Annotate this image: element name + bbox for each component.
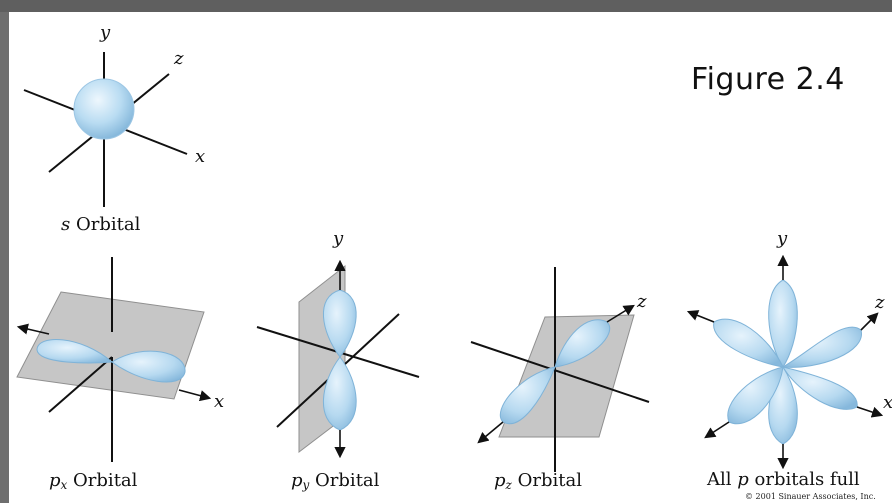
all-post: orbitals full bbox=[754, 469, 860, 490]
pz-arrow-back bbox=[606, 304, 635, 323]
s-x-label: x bbox=[195, 146, 205, 167]
px-subscript: x bbox=[60, 478, 68, 492]
top-bar bbox=[0, 0, 892, 12]
pz-arrow-front bbox=[477, 421, 504, 444]
s-orbital-caption: s Orbital bbox=[61, 214, 140, 235]
all-y-label: y bbox=[776, 228, 788, 249]
pz-word: Orbital bbox=[517, 470, 582, 491]
py-y-label: y bbox=[332, 228, 344, 249]
s-z-label: z bbox=[173, 48, 184, 69]
all-letter: p bbox=[737, 469, 749, 490]
copyright-notice: © 2001 Sinauer Associates, Inc. bbox=[745, 492, 876, 501]
px-word: Orbital bbox=[73, 470, 138, 491]
figure-title: Figure 2.4 bbox=[691, 62, 845, 97]
py-word: Orbital bbox=[315, 470, 380, 491]
py-orbital-caption: py Orbital bbox=[291, 470, 379, 492]
all-lobe-lower-right bbox=[781, 366, 858, 410]
all-p-orbitals-caption: All p orbitals full bbox=[707, 469, 860, 490]
px-x-label: x bbox=[214, 391, 224, 412]
all-x-label: x bbox=[883, 392, 892, 413]
all-arrow-upper-left bbox=[686, 310, 715, 323]
orbital-diagram: y z x x bbox=[16, 22, 892, 472]
all-arrow-upper-right bbox=[860, 312, 879, 331]
s-orbital-sphere bbox=[73, 78, 135, 140]
pz-subscript: z bbox=[505, 478, 512, 492]
all-arrow-lower-right bbox=[856, 406, 884, 418]
pz-letter: p bbox=[494, 470, 506, 491]
px-lobe-right bbox=[111, 350, 186, 383]
s-y-label: y bbox=[99, 22, 111, 43]
pz-orbital-caption: pz Orbital bbox=[494, 470, 582, 492]
py-letter: p bbox=[291, 470, 303, 491]
px-z-axis bbox=[48, 356, 113, 413]
all-arrow-lower-left bbox=[704, 421, 730, 439]
pz-orbital-group: z bbox=[470, 267, 650, 472]
s-orbital-group: y z x bbox=[23, 22, 205, 207]
all-p-orbitals-group: y z x bbox=[686, 228, 892, 470]
all-pre: All bbox=[707, 469, 732, 490]
s-word: Orbital bbox=[75, 214, 141, 235]
px-orbital-group: x bbox=[16, 257, 224, 462]
all-z-label: z bbox=[874, 292, 885, 313]
py-orbital-group: y bbox=[256, 228, 420, 459]
pz-z-label: z bbox=[636, 291, 647, 312]
s-letter: s bbox=[61, 214, 71, 235]
figure-canvas: Figure 2.4 bbox=[9, 12, 892, 503]
px-arrow-left bbox=[16, 323, 50, 335]
px-arrow-right bbox=[178, 389, 212, 402]
py-subscript: y bbox=[302, 478, 310, 492]
px-orbital-caption: px Orbital bbox=[49, 470, 137, 492]
px-lobe-left bbox=[36, 339, 114, 364]
pz-x-axis bbox=[470, 341, 650, 403]
px-letter: p bbox=[49, 470, 61, 491]
all-lobe-upper-left bbox=[713, 318, 784, 368]
